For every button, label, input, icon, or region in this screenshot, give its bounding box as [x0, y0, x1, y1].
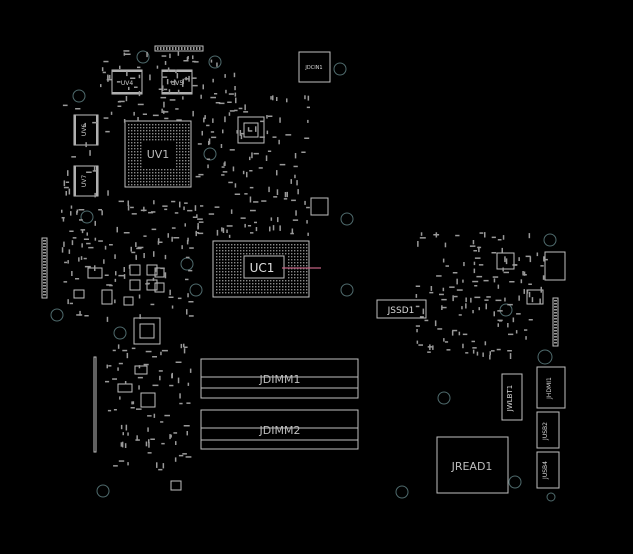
component-cluster — [73, 264, 165, 408]
small-bga-chip-2 — [133, 317, 161, 345]
jread1-connector[interactable]: JREAD1 — [436, 436, 509, 494]
jusb4-connector[interactable]: JUSB4 — [536, 451, 560, 489]
jdimm1-slot[interactable]: JDIMM1 — [200, 358, 359, 399]
mounting-hole — [340, 212, 354, 226]
mounting-hole — [340, 283, 354, 297]
jhdmi1-connector[interactable]: JHDMI1 — [536, 366, 566, 409]
jssd1-connector[interactable]: JSSD1 — [376, 299, 427, 319]
mounting-hole — [543, 233, 557, 247]
mounting-hole — [537, 349, 553, 365]
mounting-hole — [136, 50, 150, 64]
jusb2-connector[interactable]: JUSB2 — [536, 411, 560, 449]
small-chip — [496, 252, 515, 270]
mounting-hole — [96, 484, 110, 498]
jwlbt1-label: JWLBT1 — [506, 385, 514, 412]
jusb4-label: JUSB4 — [542, 461, 549, 480]
mounting-hole — [208, 55, 222, 69]
mounting-hole — [333, 62, 347, 76]
mounting-hole — [180, 257, 194, 271]
jssd1-label: JSSD1 — [387, 306, 415, 316]
mounting-hole — [437, 391, 451, 405]
small-chip — [310, 197, 329, 216]
top-connector — [154, 45, 204, 52]
uv7-label: UV7 — [81, 175, 88, 187]
uv6-chip[interactable]: UV6 — [73, 114, 99, 146]
uv7-chip[interactable]: UV7 — [73, 165, 99, 197]
mounting-hole — [508, 475, 522, 489]
jwlbt1-connector[interactable]: JWLBT1 — [501, 373, 523, 421]
right-edge-connector — [552, 297, 559, 347]
uv5-label: UV5 — [171, 80, 183, 87]
uv6-label: UV6 — [81, 124, 88, 136]
mounting-hole — [50, 308, 64, 322]
mounting-hole — [203, 147, 217, 161]
jread1-label: JREAD1 — [451, 460, 493, 473]
uv4-label: UV4 — [121, 80, 133, 87]
small-chip — [544, 251, 566, 281]
jhdmi1-label: JHDMI1 — [546, 377, 553, 400]
mounting-hole — [189, 283, 203, 297]
uv5-chip[interactable]: UV5 — [161, 69, 193, 95]
uv1-label: UV1 — [147, 148, 170, 161]
mounting-hole — [499, 303, 513, 317]
uc1-cpu-bga[interactable]: UC1 — [212, 240, 321, 298]
jdimm1-label: JDIMM1 — [259, 373, 301, 386]
small-chip — [170, 480, 182, 491]
mounting-hole — [72, 89, 86, 103]
slim-connector — [93, 356, 97, 453]
small-chip — [526, 289, 544, 305]
mounting-holes — [50, 50, 557, 502]
uv4-chip[interactable]: UV4 — [111, 69, 143, 95]
jdimm2-label: JDIMM2 — [259, 424, 301, 437]
passive-components — [61, 50, 548, 471]
mounting-hole — [113, 326, 127, 340]
small-bga-chip — [237, 116, 265, 144]
left-edge-connector — [41, 237, 48, 299]
jdimm2-slot[interactable]: JDIMM2 — [200, 409, 359, 450]
jdcin1-label: JDCIN1 — [304, 65, 322, 71]
jusb2-label: JUSB2 — [542, 422, 549, 441]
uv1-gpu-bga[interactable]: UV1 — [124, 120, 192, 188]
mounting-hole — [395, 485, 409, 499]
mounting-hole — [546, 492, 556, 502]
uc1-label: UC1 — [250, 261, 275, 275]
mounting-hole — [80, 210, 94, 224]
jdcin1-connector[interactable]: JDCIN1 — [298, 51, 331, 83]
